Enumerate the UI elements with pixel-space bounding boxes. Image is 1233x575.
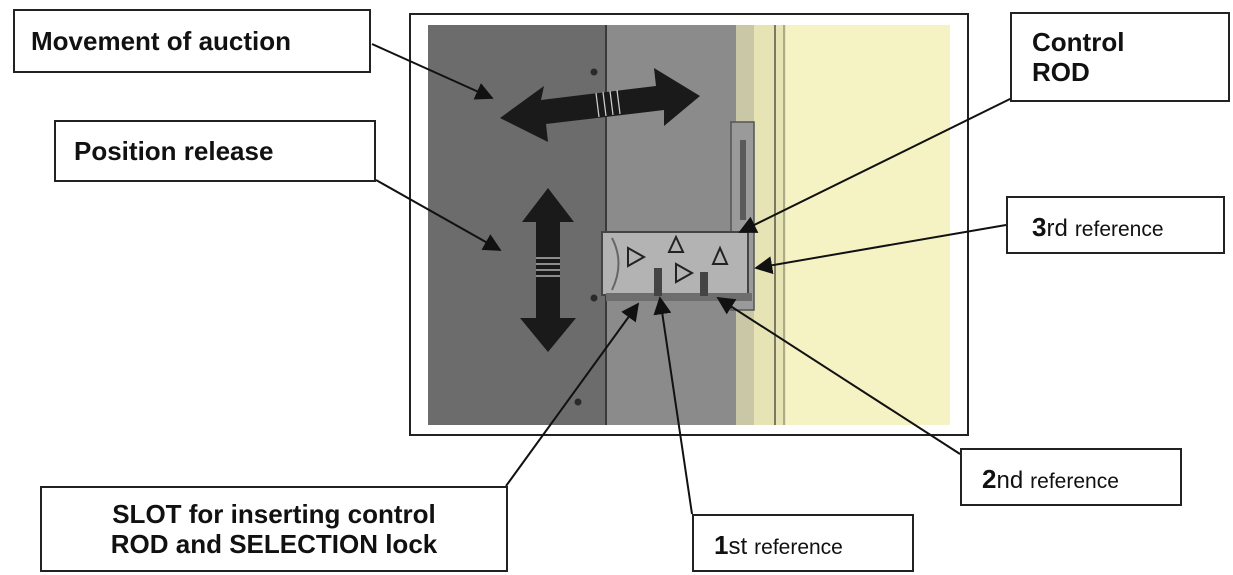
leader-position-release bbox=[375, 179, 502, 251]
control-rod-line2: ROD bbox=[1032, 56, 1090, 87]
control-rod-line1: Control bbox=[1032, 27, 1125, 57]
second-ref-num: 2 bbox=[982, 464, 997, 494]
slot-line2: ROD and SELECTION lock bbox=[110, 528, 438, 559]
slot-label: SLOT for inserting control ROD and SELEC… bbox=[40, 486, 508, 572]
leader-slot bbox=[505, 302, 640, 487]
position-release-text: Position release bbox=[74, 136, 274, 166]
first-ref-word: reference bbox=[754, 536, 843, 559]
leader-control-rod bbox=[738, 97, 1013, 233]
third-ref-word: reference bbox=[1074, 218, 1164, 241]
leader-movement bbox=[371, 43, 494, 100]
leader-third-ref bbox=[754, 224, 1007, 275]
rail-strip-edge bbox=[754, 25, 786, 425]
screw-icon bbox=[590, 294, 598, 302]
position-release-label: Position release bbox=[54, 120, 376, 182]
triangle-marker-icon bbox=[667, 234, 685, 253]
second-ref-suffix: nd bbox=[996, 467, 1024, 494]
slot-line1: SLOT for inserting control bbox=[112, 499, 436, 529]
first-ref-suffix: st bbox=[728, 533, 748, 560]
screw-icon bbox=[574, 398, 582, 406]
triangle-marker-icon bbox=[627, 246, 647, 268]
double-arrow-horizontal-icon bbox=[500, 68, 700, 142]
second-ref-word: reference bbox=[1030, 470, 1119, 493]
arrow-stripes-vertical bbox=[536, 257, 560, 277]
selector-plate-curve bbox=[611, 237, 620, 291]
first-ref-num: 1 bbox=[714, 530, 729, 560]
triangle-marker-icon bbox=[711, 245, 729, 265]
control-rod-label: Control ROD bbox=[1010, 12, 1230, 102]
arrow-stripes bbox=[595, 89, 621, 118]
selector-plate-shadow bbox=[606, 293, 752, 301]
movement-text: Movement of auction bbox=[31, 26, 292, 56]
triangle-marker-icon bbox=[675, 262, 695, 284]
screw-icon bbox=[590, 68, 598, 76]
light-panel bbox=[786, 25, 950, 425]
slot-1 bbox=[654, 268, 662, 296]
third-ref-num: 3 bbox=[1032, 212, 1047, 242]
leader-second-ref bbox=[716, 297, 961, 455]
slot-2 bbox=[700, 272, 708, 296]
leader-first-ref bbox=[653, 296, 693, 515]
movement-label: Movement of auction bbox=[13, 9, 371, 73]
control-rod-slot bbox=[740, 140, 746, 220]
third-ref-suffix: rd bbox=[1046, 215, 1068, 242]
